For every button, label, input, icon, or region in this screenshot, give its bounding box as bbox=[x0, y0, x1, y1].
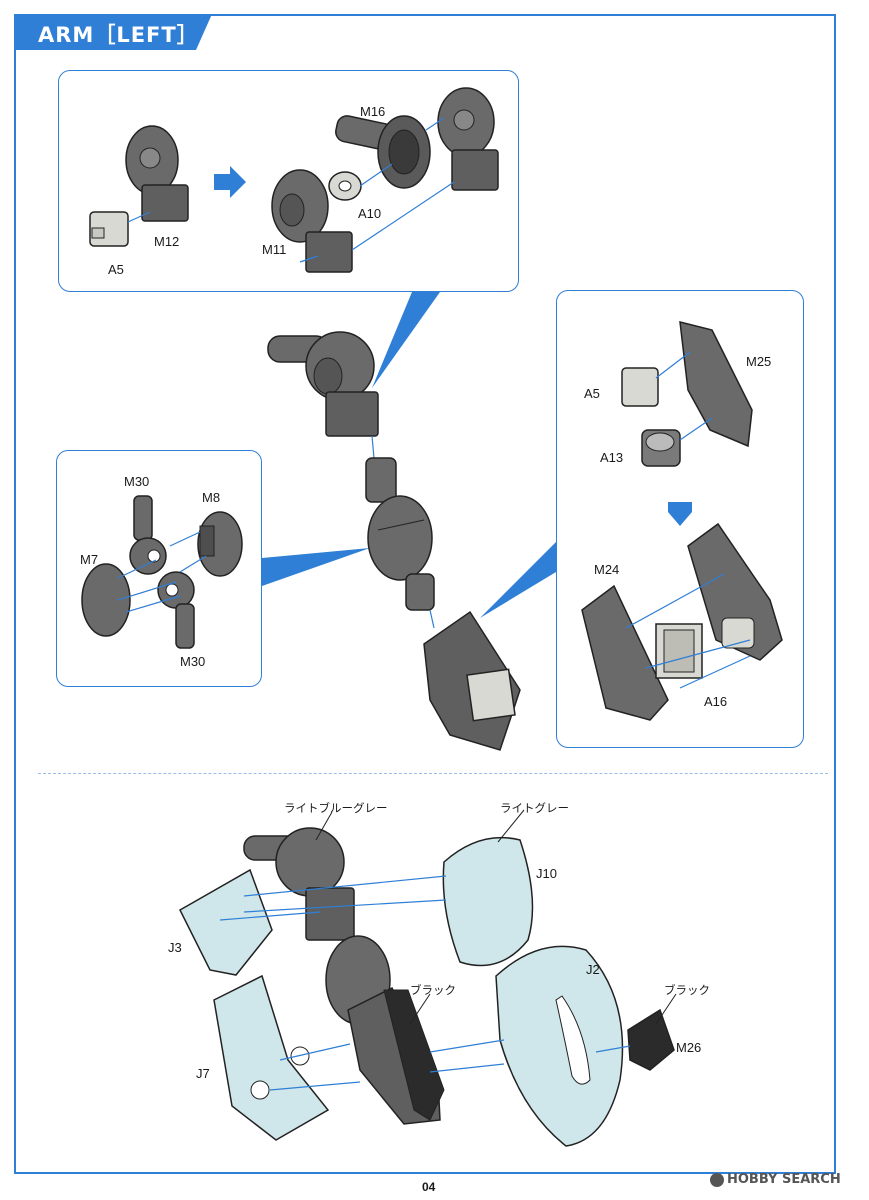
label-j10: J10 bbox=[536, 866, 557, 881]
label-a10: A10 bbox=[358, 206, 382, 221]
section-title: ARM［LEFT］ bbox=[38, 23, 199, 47]
label-black-1: ブラック bbox=[410, 983, 456, 997]
assembly-forearm bbox=[423, 610, 521, 751]
label-m8: M8 bbox=[202, 490, 221, 505]
part-m8 bbox=[197, 511, 243, 577]
watermark-text: HOBBY SEARCH bbox=[727, 1172, 841, 1187]
part-m26 bbox=[627, 1008, 675, 1071]
label-j3: J3 bbox=[168, 940, 182, 955]
part-m7 bbox=[81, 563, 131, 637]
label-m12: M12 bbox=[154, 234, 180, 249]
part-m25-assembled bbox=[687, 522, 783, 661]
label-j7: J7 bbox=[196, 1066, 210, 1081]
armor-j7 bbox=[213, 974, 330, 1141]
assembly-shoulder bbox=[267, 331, 379, 437]
assembly-arm-full bbox=[243, 827, 445, 1125]
armor-j3 bbox=[179, 868, 273, 976]
part-a5-top bbox=[89, 211, 129, 247]
label-a5-right: A5 bbox=[584, 386, 600, 401]
label-m24: M24 bbox=[594, 562, 620, 577]
arrow-right-icon bbox=[214, 166, 246, 198]
part-a10 bbox=[328, 171, 362, 201]
part-m24 bbox=[581, 584, 669, 721]
label-m30-bottom: M30 bbox=[180, 654, 206, 669]
part-m12 bbox=[125, 125, 189, 222]
callout-wedge-forearm bbox=[480, 542, 556, 618]
page-number: 04 bbox=[422, 1180, 436, 1194]
armor-j10 bbox=[442, 836, 534, 967]
label-m11: M11 bbox=[262, 242, 287, 257]
section-divider bbox=[38, 773, 828, 774]
label-m16: M16 bbox=[360, 104, 386, 119]
hobby-search-logo-icon bbox=[710, 1172, 724, 1187]
label-light-blue-gray: ライトブルーグレー bbox=[284, 801, 388, 815]
callout-wedge-shoulder bbox=[372, 292, 440, 388]
label-j2: J2 bbox=[586, 962, 600, 977]
label-m7: M7 bbox=[80, 552, 99, 567]
part-a13 bbox=[641, 429, 681, 467]
page-frame bbox=[14, 14, 836, 1174]
label-m25: M25 bbox=[746, 354, 772, 369]
assembly-elbow bbox=[365, 457, 435, 611]
part-m11 bbox=[271, 169, 353, 273]
part-a5-right bbox=[621, 367, 659, 407]
part-a16 bbox=[655, 623, 703, 679]
callout-wedge-elbow bbox=[262, 548, 370, 586]
part-m25 bbox=[679, 321, 753, 448]
label-a16: A16 bbox=[704, 694, 728, 709]
label-black-2: ブラック bbox=[664, 983, 710, 997]
label-a5-top: A5 bbox=[108, 262, 124, 277]
watermark: HOBBY SEARCH bbox=[710, 1172, 841, 1187]
part-m16 bbox=[335, 115, 431, 189]
label-light-gray: ライトグレー bbox=[500, 801, 569, 815]
arrow-down-icon bbox=[668, 502, 692, 526]
part-m30-bottom bbox=[157, 571, 195, 649]
label-a13: A13 bbox=[600, 450, 624, 465]
part-m12-assembled bbox=[437, 87, 499, 191]
label-m30-top: M30 bbox=[124, 474, 150, 489]
part-m30-top bbox=[129, 495, 167, 575]
label-m26: M26 bbox=[676, 1040, 702, 1055]
armor-j2 bbox=[495, 945, 624, 1147]
